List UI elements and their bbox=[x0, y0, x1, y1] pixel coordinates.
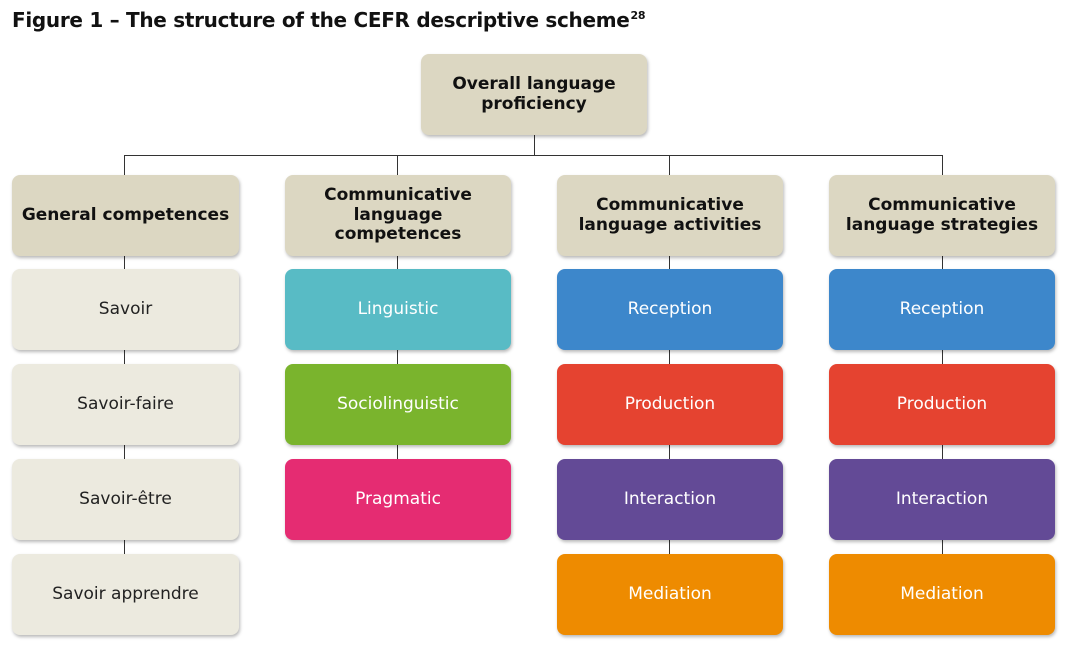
node-savoir-etre: Savoir-être bbox=[12, 459, 239, 540]
figure-title: Figure 1 – The structure of the CEFR des… bbox=[12, 8, 646, 32]
figure-footnote-ref: 28 bbox=[630, 9, 646, 23]
node-savoir-apprendre: Savoir apprendre bbox=[12, 554, 239, 635]
node-strategies-mediation: Mediation bbox=[829, 554, 1055, 635]
header-communicative-language-strategies: Communicative language strategies bbox=[829, 175, 1055, 256]
node-label: Interaction bbox=[623, 488, 717, 509]
header-label: Communicative language activities bbox=[578, 194, 762, 235]
node-savoir-faire: Savoir-faire bbox=[12, 364, 239, 445]
node-linguistic: Linguistic bbox=[285, 269, 511, 350]
node-activities-interaction: Interaction bbox=[557, 459, 783, 540]
node-label: Savoir-être bbox=[79, 488, 172, 509]
node-label: Linguistic bbox=[357, 298, 439, 319]
figure-title-text: Figure 1 – The structure of the CEFR des… bbox=[12, 8, 630, 32]
node-label: Interaction bbox=[895, 488, 989, 509]
header-label: Communicative language competences bbox=[324, 185, 472, 245]
node-label: Reception bbox=[627, 298, 713, 319]
root-connector bbox=[534, 134, 535, 156]
node-sociolinguistic: Sociolinguistic bbox=[285, 364, 511, 445]
horizontal-connector bbox=[124, 155, 943, 156]
header-communicative-language-activities: Communicative language activities bbox=[557, 175, 783, 256]
header-general-competences: General competences bbox=[12, 175, 239, 256]
node-label: Mediation bbox=[900, 583, 984, 604]
node-savoir: Savoir bbox=[12, 269, 239, 350]
node-strategies-interaction: Interaction bbox=[829, 459, 1055, 540]
node-label: Sociolinguistic bbox=[337, 393, 459, 414]
node-activities-reception: Reception bbox=[557, 269, 783, 350]
node-label: Savoir bbox=[98, 298, 153, 319]
header-label: General competences bbox=[21, 204, 230, 225]
node-label: Savoir apprendre bbox=[52, 583, 199, 604]
node-label: Production bbox=[896, 393, 988, 414]
header-communicative-language-competences: Communicative language competences bbox=[285, 175, 511, 256]
node-activities-production: Production bbox=[557, 364, 783, 445]
node-pragmatic: Pragmatic bbox=[285, 459, 511, 540]
root-node: Overall language proficiency bbox=[421, 54, 647, 135]
node-activities-mediation: Mediation bbox=[557, 554, 783, 635]
node-strategies-production: Production bbox=[829, 364, 1055, 445]
header-label: Communicative language strategies bbox=[845, 194, 1039, 235]
node-label: Pragmatic bbox=[355, 488, 441, 509]
node-label: Savoir-faire bbox=[77, 393, 174, 414]
node-label: Production bbox=[624, 393, 716, 414]
node-label: Mediation bbox=[628, 583, 712, 604]
root-label: Overall language proficiency bbox=[452, 73, 616, 114]
node-strategies-reception: Reception bbox=[829, 269, 1055, 350]
node-label: Reception bbox=[899, 298, 985, 319]
